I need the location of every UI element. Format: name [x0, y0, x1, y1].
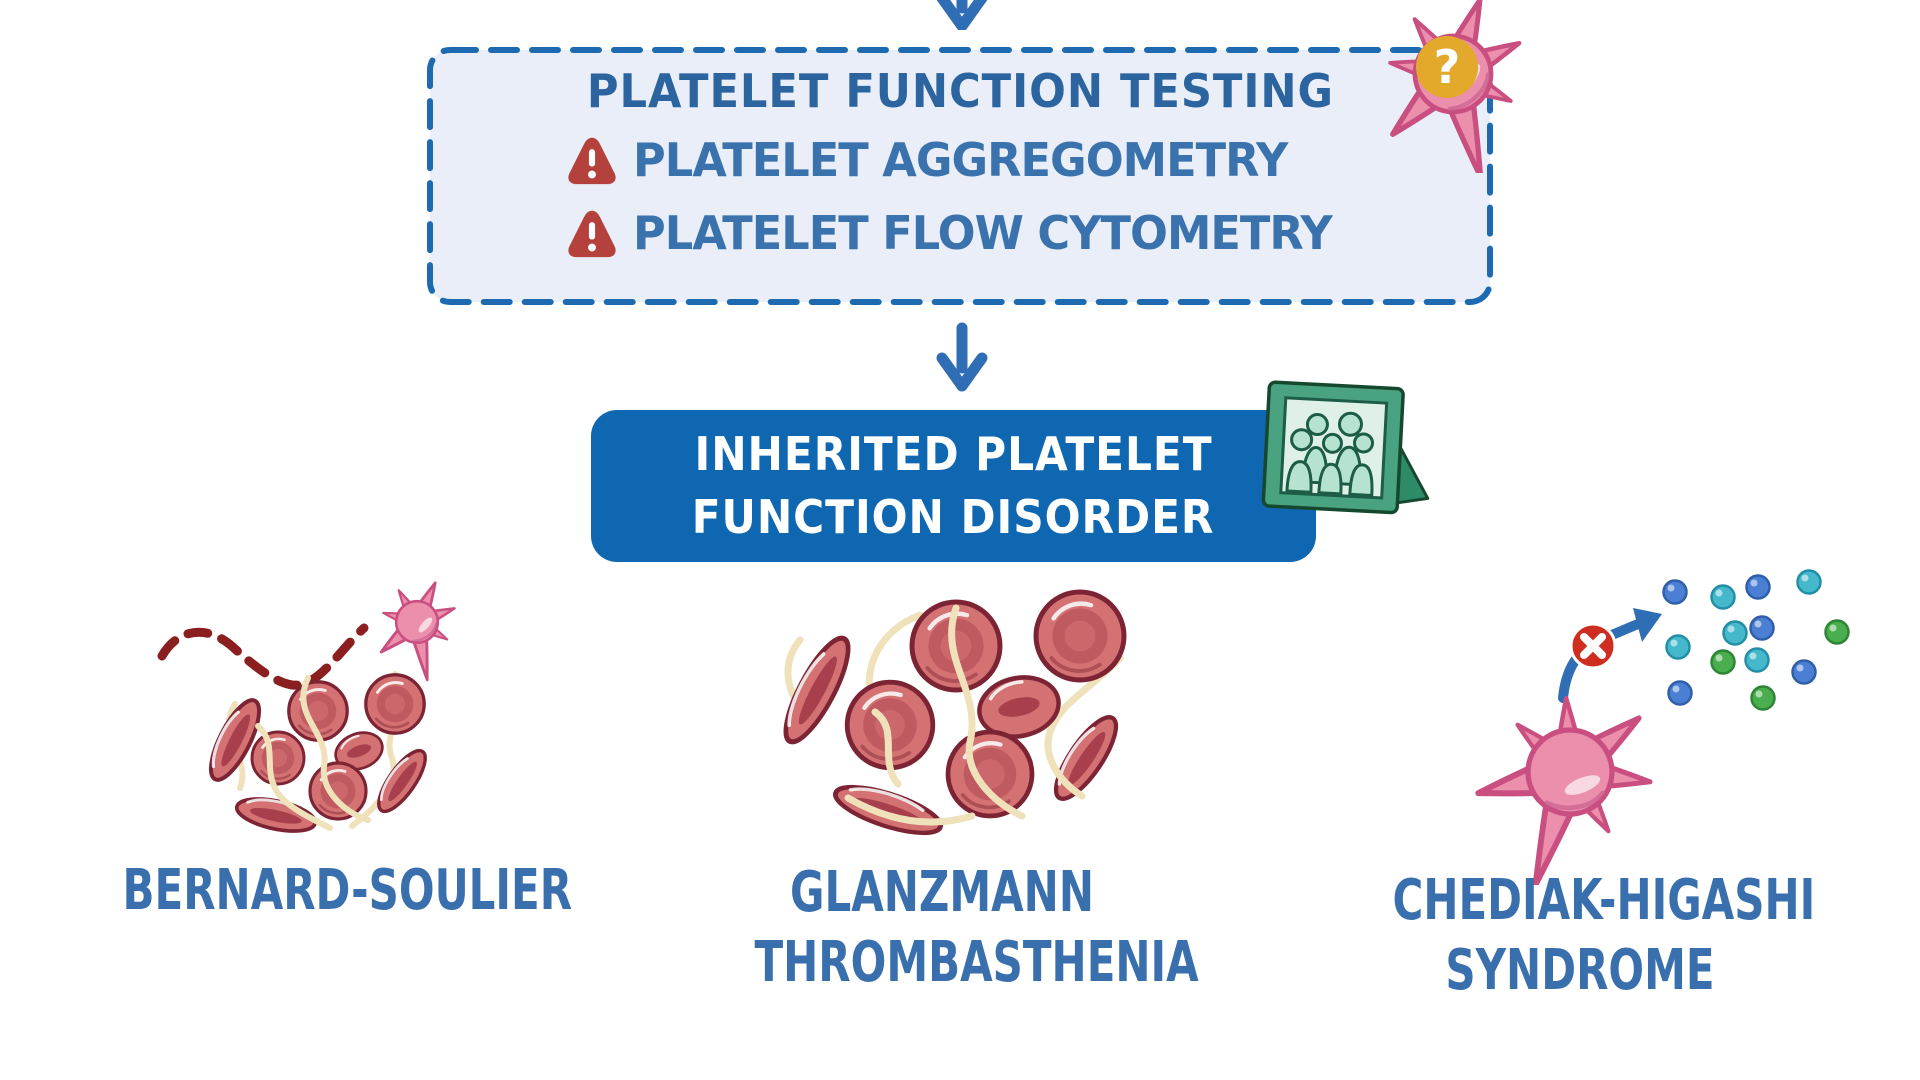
question-mark-icon: ?: [1434, 40, 1461, 94]
platelet-clump: [199, 673, 435, 839]
escaping-platelet: [355, 566, 485, 697]
dashed-border: [427, 47, 1493, 305]
arrow-down-icon: [936, 0, 988, 30]
label-glanzmann-thrombasthenia: GLANZMANN THROMBASTHENIA: [692, 858, 1199, 998]
disease-label-line: BERNARD-SOULIER: [122, 858, 573, 923]
platelet-function-testing-box: PLATELET FUNCTION TESTING PLATELET AGGRE…: [426, 46, 1494, 306]
disorder-box-title-line1: INHERITED PLATELET: [694, 427, 1213, 481]
activated-platelet-question-icon: ?: [1350, 0, 1575, 173]
label-bernard-soulier: BERNARD-SOULIER: [60, 856, 573, 926]
disease-label-line: GLANZMANN: [790, 860, 1094, 925]
testing-box-title: PLATELET FUNCTION TESTING: [586, 64, 1334, 118]
disorder-box-title-line2: FUNCTION DISORDER: [692, 490, 1215, 544]
platelet-cell: [1465, 686, 1668, 885]
x-mark-icon: [1569, 622, 1617, 670]
disease-label-line: CHEDIAK-HIGASHI: [1392, 868, 1816, 933]
question-badge: [1416, 36, 1478, 98]
warning-triangle-icon: [568, 210, 616, 257]
glanzmann-illustration: [760, 570, 1160, 865]
chediak-higashi-illustration: [1440, 569, 1850, 885]
granule-highlights: [1667, 574, 1837, 698]
inherited-platelet-function-disorder-box: INHERITED PLATELET FUNCTION DISORDER: [591, 410, 1316, 562]
arrow-down-icon: [936, 322, 988, 392]
testing-item-row: PLATELET AGGREGOMETRY: [564, 132, 1308, 188]
testing-item-row: PLATELET FLOW CYTOMETRY: [564, 205, 1353, 261]
testing-item-label: PLATELET FLOW CYTOMETRY: [633, 206, 1333, 260]
bernard-soulier-illustration: [157, 566, 485, 839]
bounce-path: [157, 623, 369, 690]
disease-label-line: THROMBASTHENIA: [754, 930, 1199, 995]
family-silhouettes: [1285, 411, 1375, 498]
testing-item-label: PLATELET AGGREGOMETRY: [633, 133, 1288, 187]
granule-dots: [1662, 569, 1850, 711]
disease-label-line: SYNDROME: [1445, 938, 1715, 1003]
fibrin-strands-over: [255, 675, 371, 831]
family-photo-frame-icon: [1261, 380, 1430, 515]
label-chediak-higashi-syndrome: CHEDIAK-HIGASHI SYNDROME: [1330, 866, 1830, 1006]
fibrin-strands-over: [844, 604, 1086, 826]
warning-triangle-icon: [568, 137, 616, 184]
